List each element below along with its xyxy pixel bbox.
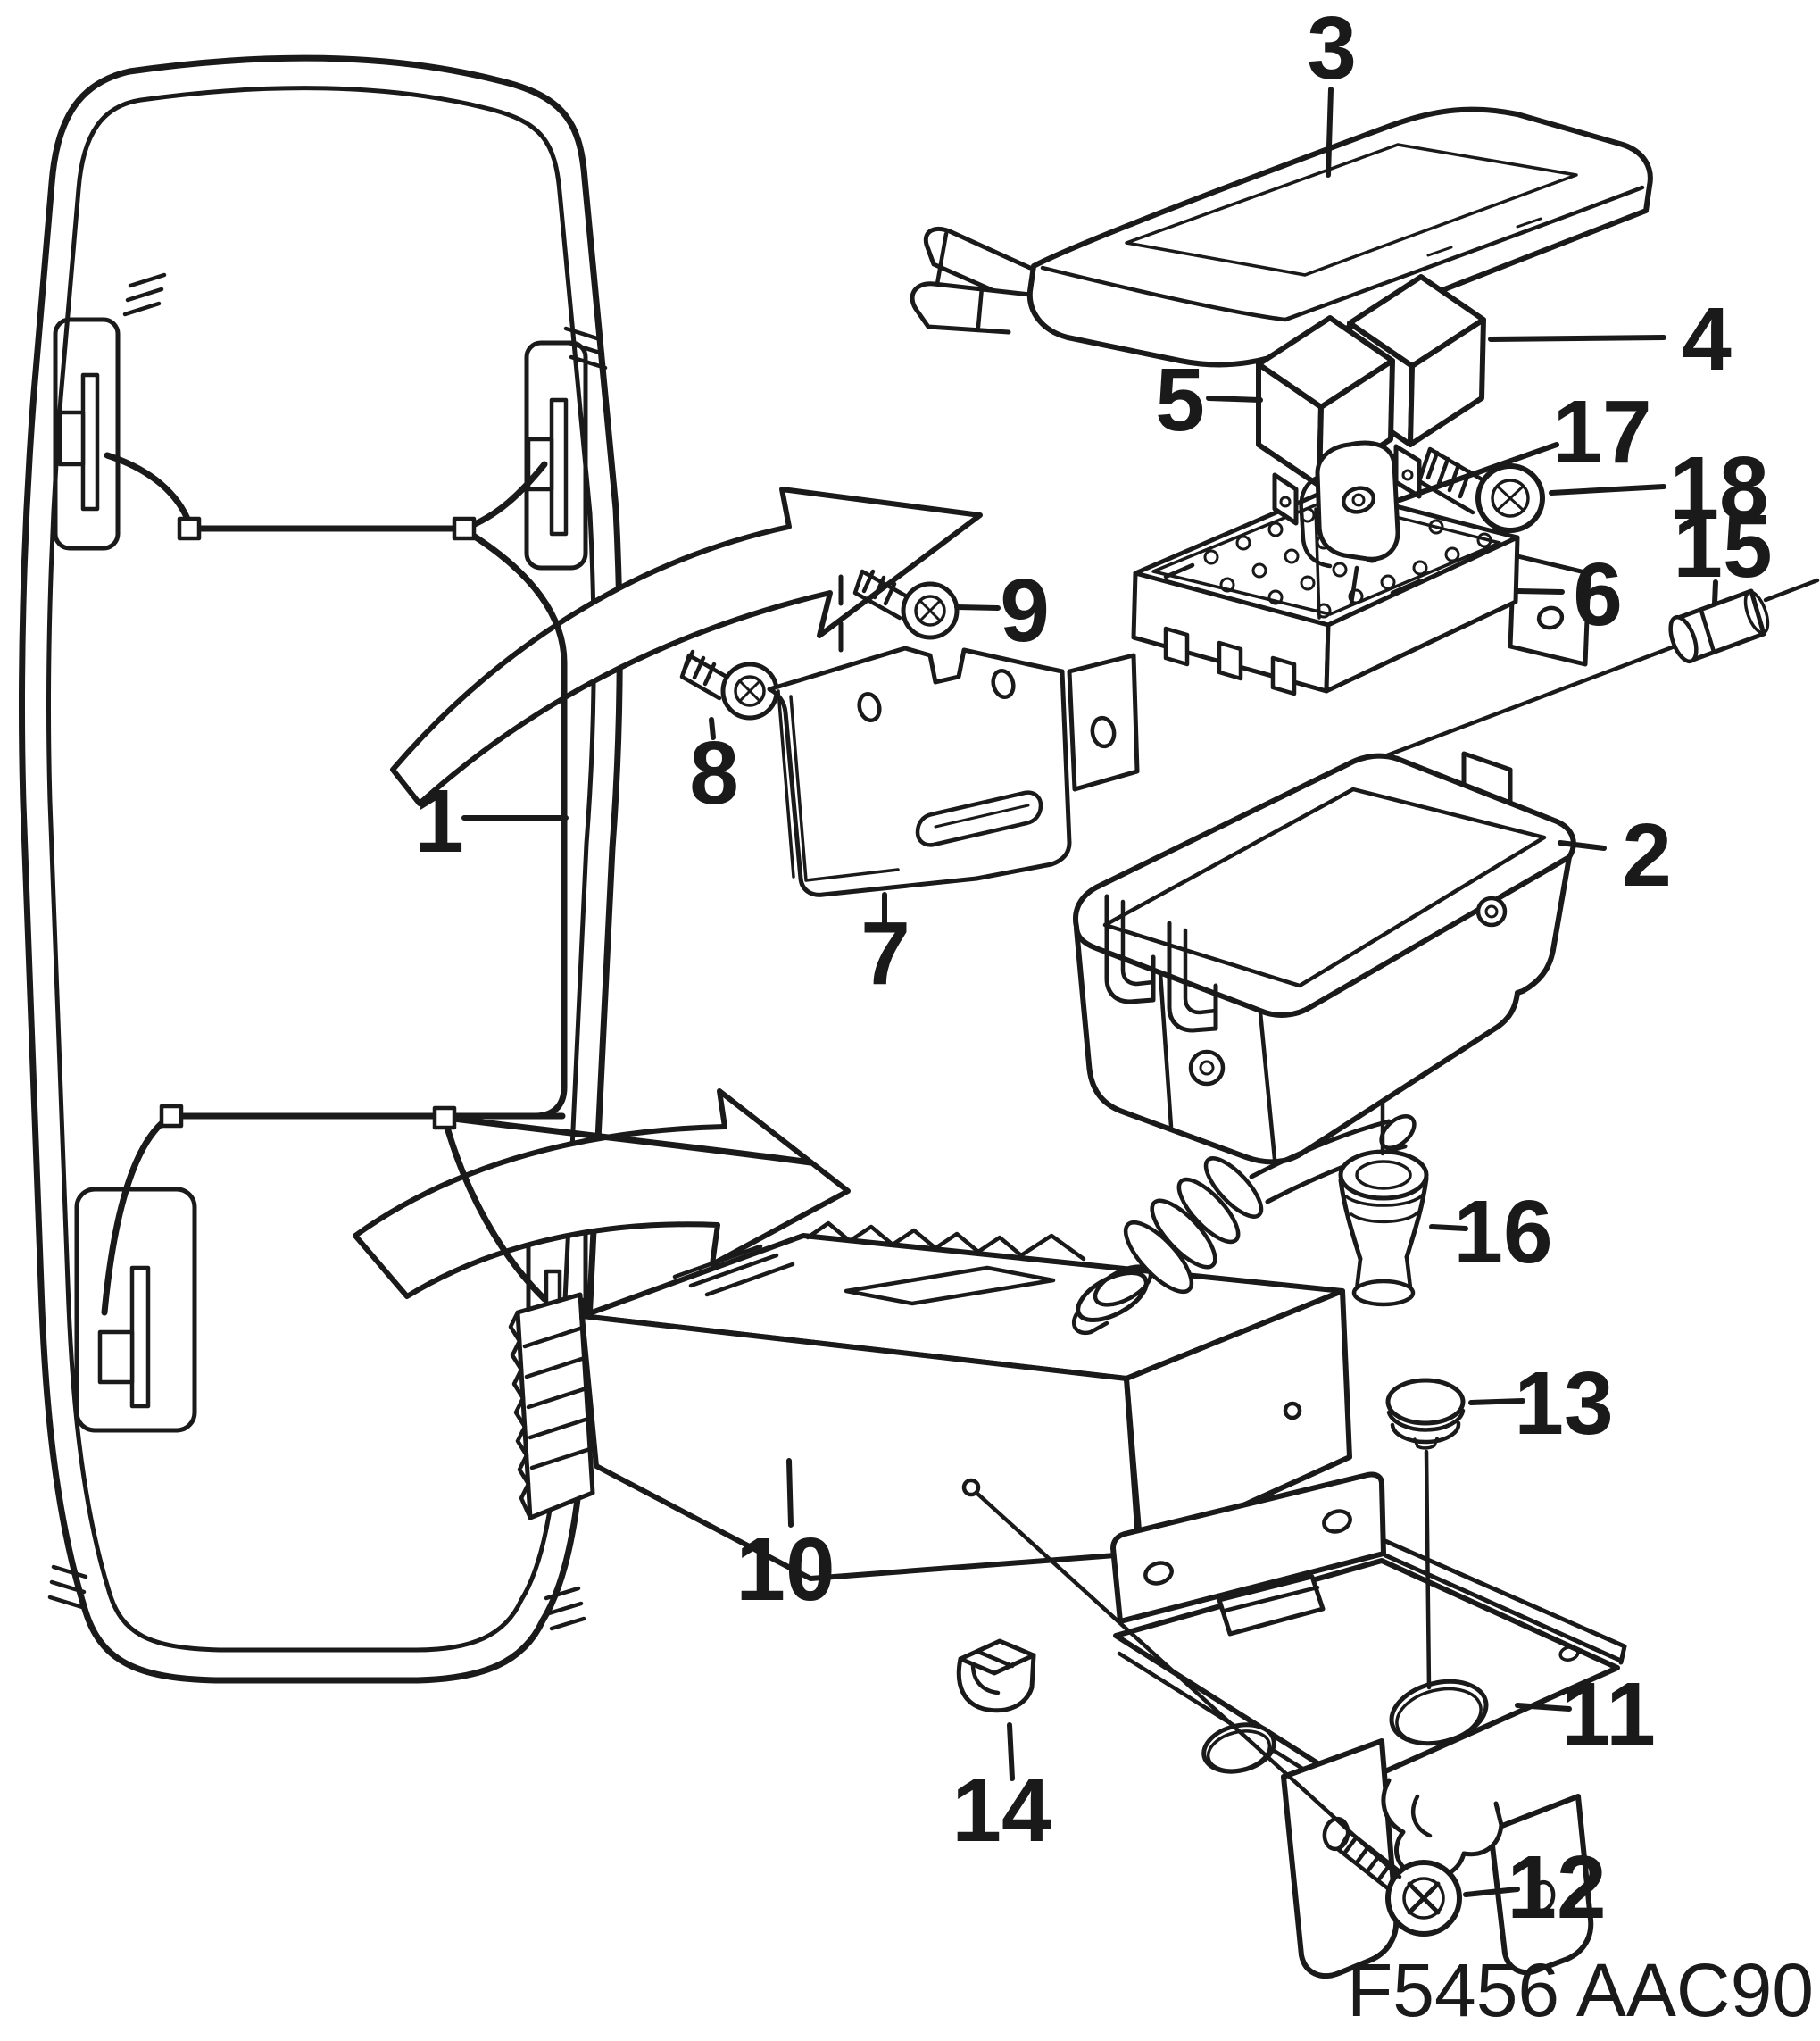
leader-plug-13-to-hole <box>1424 1449 1432 1690</box>
leader-5 <box>1206 396 1263 403</box>
leader-lines <box>461 87 1718 1897</box>
part-label-12: 12 <box>1507 1837 1606 1937</box>
part-label-13: 13 <box>1514 1354 1613 1454</box>
unit-screw-hole <box>961 1478 981 1497</box>
leader-3 <box>1326 87 1334 178</box>
relay-right <box>1347 274 1486 499</box>
relay-pin <box>1272 472 1299 526</box>
bracket-7-assembly <box>679 569 1072 897</box>
part-label-9: 9 <box>1000 561 1050 661</box>
fuse-box <box>1067 487 1591 792</box>
part-label-14: 14 <box>952 1761 1051 1861</box>
leader-10 <box>786 1458 794 1528</box>
diagram-code: F5456 AAC90 <box>1347 1948 1814 2032</box>
bracket-leg-left <box>1281 1738 1400 1979</box>
part-label-4: 4 <box>1682 289 1732 389</box>
mounting-bracket-7 <box>767 646 1072 897</box>
leader-14 <box>1007 1722 1015 1781</box>
leader-16 <box>1429 1224 1468 1231</box>
cover-latch-lower <box>910 281 1033 335</box>
part-label-6: 6 <box>1573 545 1623 645</box>
cover-rim-line <box>1040 185 1645 322</box>
bracket-back-wall <box>1110 1471 1386 1624</box>
unit-serrated-edge <box>805 1220 1086 1262</box>
lower-detail-arrow <box>353 1088 851 1299</box>
corner-hatch-marks <box>47 272 608 1631</box>
cable-clip <box>956 1638 1036 1713</box>
grommet <box>1338 1149 1429 1307</box>
mounting-bracket-11 <box>1110 1471 1627 1979</box>
part-label-10: 10 <box>735 1520 835 1620</box>
part-label-11: 11 <box>1561 1664 1656 1764</box>
part-label-17: 17 <box>1552 382 1651 482</box>
screw-12 <box>1336 1829 1462 1937</box>
car-body-outer-outline <box>19 54 623 1684</box>
harness-cable-ties <box>159 516 477 1130</box>
rear-left-pad <box>74 1187 197 1433</box>
upper-detail-arrow <box>390 487 983 806</box>
part-number-labels: 1 2 3 4 5 6 7 8 9 10 11 12 13 14 15 16 1… <box>414 0 1772 1937</box>
fusebox-right-face <box>1324 535 1520 694</box>
part-label-5: 5 <box>1155 350 1205 450</box>
front-left-pad <box>53 317 121 551</box>
leader-15 <box>1712 579 1718 606</box>
housing-rim <box>1073 753 1576 1018</box>
leader-4 <box>1488 335 1666 342</box>
fusebox-clip-notches <box>1163 626 1297 696</box>
blanking-plug <box>1385 1378 1466 1450</box>
screw-9 <box>852 569 960 640</box>
bracket-wire-clamp <box>1381 1778 1504 1880</box>
relay-clamp <box>1299 440 1400 606</box>
heat-sink <box>508 1292 595 1520</box>
leader-2 <box>1558 840 1607 851</box>
leader-unit-to-screw-12 <box>974 1490 1402 1879</box>
housing-boss <box>1475 896 1508 928</box>
car-body-inner-outline <box>46 86 596 1653</box>
leader-12 <box>1463 1887 1520 1897</box>
wiring-harness <box>101 452 814 1316</box>
fusebox-plate-left-wing <box>1067 653 1140 792</box>
cover-top-panel <box>1125 143 1578 277</box>
leader-11 <box>1515 1703 1572 1712</box>
unit-screw-hole <box>1283 1401 1302 1420</box>
part-label-3: 3 <box>1307 0 1357 98</box>
unit-label-plate <box>844 1265 1056 1306</box>
part-label-2: 2 <box>1622 805 1672 905</box>
leader-9 <box>954 604 1001 611</box>
part-label-15: 15 <box>1673 496 1772 596</box>
screw-18 <box>1417 446 1545 533</box>
leader-17 <box>1397 442 1559 503</box>
part-label-16: 16 <box>1453 1182 1552 1282</box>
leader-13 <box>1468 1398 1525 1405</box>
fusebox-cover <box>910 106 1653 368</box>
part-label-1: 1 <box>414 771 464 871</box>
leader-8 <box>709 717 716 740</box>
screw-8 <box>679 649 779 721</box>
inline-fuse-cable <box>1384 578 1820 758</box>
wheel-mount-pads <box>53 317 588 1433</box>
leader-18 <box>1549 484 1666 496</box>
housing-mount-clips <box>1104 894 1218 1033</box>
leader-6 <box>1515 588 1565 595</box>
part-label-7: 7 <box>860 904 910 1004</box>
bracket-7-slot <box>915 790 1043 847</box>
part-label-8: 8 <box>689 723 739 823</box>
unit-right-face <box>1124 1288 1352 1554</box>
housing-boss <box>1188 1049 1226 1087</box>
cover-latch-upper <box>923 227 1033 294</box>
cable-connector <box>1071 1113 1417 1336</box>
electronics-housing <box>1073 751 1576 1165</box>
part-label-18: 18 <box>1669 438 1768 538</box>
